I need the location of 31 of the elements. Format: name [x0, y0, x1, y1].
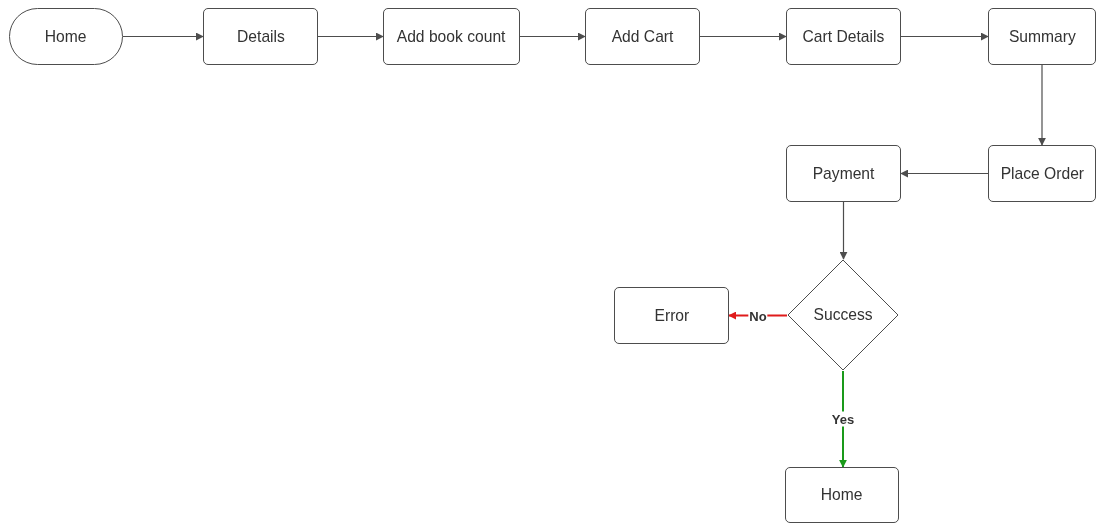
box-label: Home	[821, 485, 863, 505]
box-label: Add book count	[397, 26, 506, 47]
process-box	[988, 145, 1096, 202]
arrow	[519, 32, 586, 41]
process-box	[614, 287, 729, 344]
arrow	[900, 32, 989, 41]
box-label: Payment	[812, 163, 875, 184]
arrow	[699, 32, 787, 41]
process-box	[786, 145, 901, 202]
arrow	[122, 32, 204, 41]
process-box	[785, 467, 899, 523]
box-label: Success	[813, 305, 873, 325]
process-box	[383, 8, 520, 65]
box-label: Place Order	[1000, 163, 1084, 184]
arrow	[839, 370, 847, 468]
edge-label: Yes	[830, 411, 856, 427]
process-box	[203, 8, 318, 65]
box-label: Cart Details	[802, 26, 885, 47]
process-box	[988, 8, 1096, 65]
box-label: Add Cart	[611, 26, 674, 47]
box-label: Summary	[1008, 26, 1076, 47]
arrow	[317, 32, 384, 41]
box-label: Error	[654, 305, 689, 326]
arrow	[839, 201, 848, 260]
process-box	[786, 8, 901, 65]
box-label: Details	[236, 26, 285, 47]
arrow	[900, 169, 989, 178]
box-label: Home	[45, 26, 87, 47]
arrow	[1038, 64, 1046, 146]
terminal-box	[9, 8, 123, 65]
process-box	[585, 8, 700, 65]
